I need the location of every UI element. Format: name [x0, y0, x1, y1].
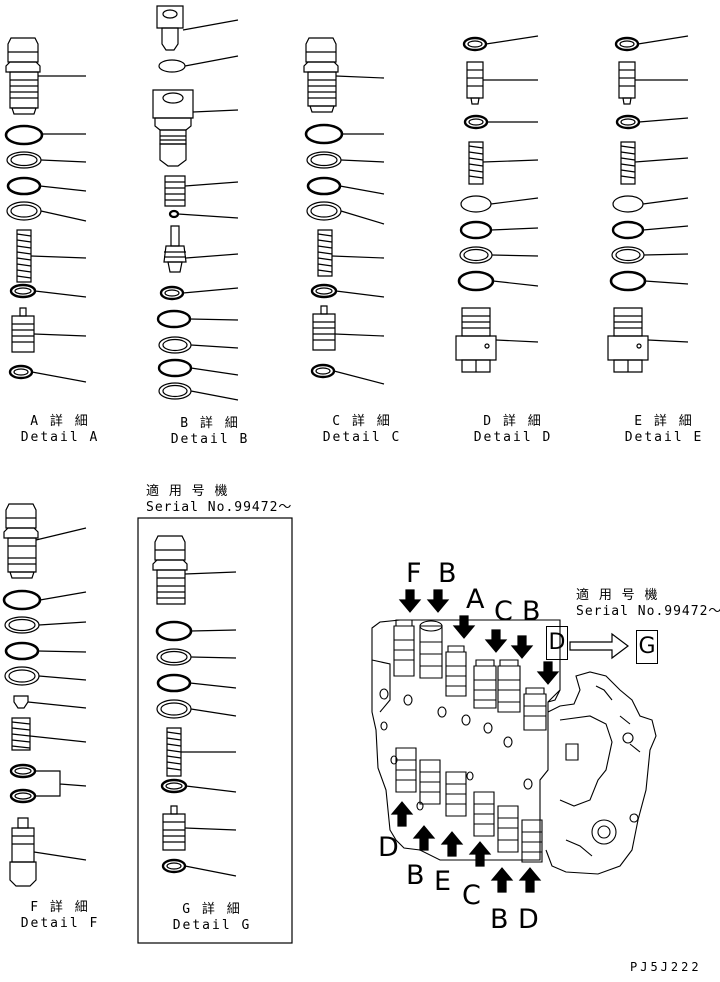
detail-f-jp: F 詳 細: [30, 900, 90, 915]
serial-note-assembly: 適 用 号 機 Serial No.99472～: [576, 588, 720, 620]
detail-b-caption: B 詳 細 Detail B: [170, 416, 250, 448]
assembly-letter-bottom-b1: B: [406, 860, 425, 891]
detail-f-parts: [2, 503, 87, 887]
drawing-code: PJ5J222: [630, 960, 702, 974]
detail-b-en: Detail B: [170, 432, 250, 447]
detail-c-jp: C 詳 細: [332, 414, 392, 429]
detail-f-caption: F 詳 細 Detail F: [20, 900, 100, 932]
detail-g-en: Detail G: [172, 918, 252, 933]
detail-g-parts: [152, 535, 237, 877]
assembly-arrows-top: [398, 589, 560, 685]
detail-d-jp: D 詳 細: [483, 414, 543, 429]
detail-d-en: Detail D: [473, 430, 553, 445]
serial-note-assembly-jp: 適 用 号 機: [576, 588, 659, 603]
detail-a-en: Detail A: [20, 430, 100, 445]
detail-b-jp: B 詳 細: [180, 416, 240, 431]
detail-c-en: Detail C: [322, 430, 402, 445]
serial-note-g: 適 用 号 機 Serial No.99472～: [146, 484, 292, 516]
assembly-letter-top-a: A: [466, 584, 485, 615]
detail-a-caption: A 詳 細 Detail A: [20, 414, 100, 446]
detail-c-caption: C 詳 細 Detail C: [322, 414, 402, 446]
assembly-letter-bottom-d2: D: [518, 904, 539, 935]
detail-g-caption: G 詳 細 Detail G: [172, 902, 252, 934]
assembly-letter-bottom-d1: D: [378, 832, 399, 863]
detail-g-jp: G 詳 細: [182, 902, 242, 917]
replacement-arrow: [569, 632, 629, 660]
detail-d-parts: [455, 35, 539, 373]
boxed-letter-g: G: [636, 630, 658, 664]
detail-b-parts: [152, 5, 239, 401]
detail-f-en: Detail F: [20, 916, 100, 931]
detail-e-caption: E 詳 細 Detail E: [624, 414, 704, 446]
assembly-letter-bottom-e: E: [434, 866, 452, 897]
detail-d-caption: D 詳 細 Detail D: [473, 414, 553, 446]
detail-e-parts: [607, 35, 689, 373]
detail-a-jp: A 詳 細: [30, 414, 90, 429]
assembly-letter-top-f: F: [406, 558, 422, 589]
detail-e-en: Detail E: [624, 430, 704, 445]
assembly-letter-bottom-b2: B: [490, 904, 509, 935]
detail-e-jp: E 詳 細: [634, 414, 694, 429]
serial-note-g-jp: 適 用 号 機: [146, 484, 229, 499]
valve-assembly-view: [371, 619, 657, 875]
detail-g-frame: [137, 517, 293, 944]
detail-a-parts: [4, 37, 87, 383]
assembly-letter-top-b2: B: [522, 596, 541, 627]
assembly-letter-bottom-c: C: [462, 880, 481, 911]
assembly-letter-top-b1: B: [438, 558, 457, 589]
serial-note-assembly-en: Serial No.99472～: [576, 604, 720, 619]
assembly-letter-top-c: C: [494, 596, 513, 627]
serial-note-g-en: Serial No.99472～: [146, 500, 293, 515]
assembly-arrows-bottom: [390, 801, 542, 893]
detail-c-parts: [303, 37, 385, 385]
boxed-letter-d: D: [546, 626, 568, 660]
